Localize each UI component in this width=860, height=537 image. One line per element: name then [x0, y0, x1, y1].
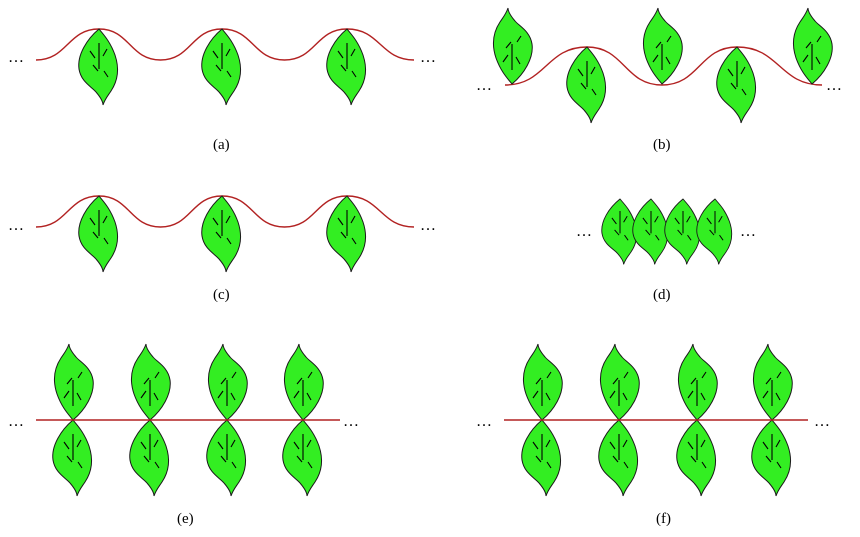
- panel-e-figure: [36, 343, 340, 497]
- panel-b-leaf-2: [566, 46, 607, 124]
- panel-d-leaf-3-veins: [674, 211, 692, 241]
- panel-f-leaf-bottom-2-veins: [609, 434, 629, 469]
- panel-a: … … (a): [8, 28, 437, 153]
- panel-f-leaf-top-4: [752, 343, 793, 421]
- panel-b-left-ellipsis: …: [476, 77, 493, 94]
- panel-b-wave-line: [504, 46, 823, 86]
- panel-f-leaf-bottom-3: [676, 419, 717, 497]
- panel-d-leaf-2: [632, 198, 669, 265]
- panel-b-leaf-5: [792, 7, 833, 85]
- panel-f-leaf-top-2-veins: [609, 371, 629, 406]
- panel-c: … … (c): [8, 195, 437, 303]
- panel-a-figure: [35, 28, 415, 106]
- panel-c-leaf-3: [326, 195, 367, 273]
- panel-d: … … (d): [576, 198, 757, 303]
- panel-c-leaf-3-veins: [337, 210, 357, 245]
- panel-f-leaf-top-1: [522, 343, 563, 421]
- panel-e-leaf-top-4: [283, 343, 324, 421]
- panel-e-leaf-bottom-1: [52, 419, 93, 497]
- panel-b-figure: [492, 7, 833, 124]
- panel-c-leaf-2: [201, 195, 242, 273]
- panel-d-leaf-4: [696, 198, 733, 265]
- panel-d-right-ellipsis: …: [740, 223, 757, 240]
- panel-b-right-ellipsis: …: [826, 77, 843, 94]
- panel-c-leaf-2-veins: [212, 210, 232, 245]
- panel-e-leaf-bottom-2: [129, 419, 170, 497]
- panel-f-leaf-top-4-veins: [762, 371, 782, 406]
- panel-f-leaf-top-3: [677, 343, 718, 421]
- panel-f-caption: (f): [656, 511, 671, 527]
- panel-d-left-ellipsis: …: [576, 223, 593, 240]
- panel-d-leaf-1: [601, 198, 638, 265]
- panel-d-figure: [601, 198, 733, 265]
- panel-b-leaf-3: [642, 7, 683, 85]
- panel-c-left-ellipsis: …: [8, 217, 25, 234]
- panel-b-leaf-4-veins: [727, 61, 747, 96]
- panel-e-right-ellipsis: …: [343, 413, 360, 430]
- panel-d-leaf-1-veins: [611, 211, 629, 241]
- panel-f-leaf-bottom-4: [751, 419, 792, 497]
- panel-b: … … (b): [476, 7, 843, 153]
- panel-f-leaf-top-3-veins: [687, 371, 707, 406]
- panel-a-caption: (a): [213, 137, 230, 153]
- panel-e-leaf-bottom-3: [206, 419, 247, 497]
- panel-f: … … (f): [476, 343, 831, 527]
- panel-f-leaf-bottom-1-veins: [532, 434, 552, 469]
- panel-c-figure: [35, 195, 415, 273]
- panel-b-leaf-4: [716, 46, 757, 124]
- panel-a-left-ellipsis: …: [8, 49, 25, 66]
- panel-f-left-ellipsis: …: [476, 413, 493, 430]
- panel-c-right-ellipsis: …: [420, 217, 437, 234]
- panel-e: … … (e): [8, 343, 360, 527]
- panel-f-right-ellipsis: …: [814, 413, 831, 430]
- panel-c-leaf-1: [78, 195, 119, 273]
- panel-c-leaf-1-veins: [89, 210, 109, 245]
- panel-f-leaf-bottom-1: [521, 419, 562, 497]
- panel-b-leaf-5-veins: [802, 35, 822, 70]
- panel-a-leaf-3-veins: [337, 43, 357, 78]
- panel-e-leaf-bottom-3-veins: [217, 434, 237, 469]
- panel-d-leaf-2-veins: [642, 211, 660, 241]
- panel-f-leaf-bottom-3-veins: [687, 434, 707, 469]
- panel-f-leaf-bottom-2: [598, 419, 639, 497]
- panel-a-right-ellipsis: …: [420, 49, 437, 66]
- panel-c-caption: (c): [213, 287, 230, 303]
- panel-b-leaf-1: [492, 7, 533, 85]
- panel-e-caption: (e): [177, 511, 194, 527]
- panel-d-caption: (d): [653, 287, 671, 303]
- panel-b-leaf-3-veins: [652, 35, 672, 70]
- panel-e-leaf-top-1-veins: [63, 371, 83, 406]
- panel-f-leaf-top-2: [599, 343, 640, 421]
- panel-f-figure: [504, 343, 808, 497]
- panel-e-leaf-top-2-veins: [140, 371, 160, 406]
- panel-a-leaf-2: [201, 28, 242, 106]
- panel-f-leaf-bottom-4-veins: [762, 434, 782, 469]
- panel-e-leaf-top-4-veins: [293, 371, 313, 406]
- panel-e-leaf-top-1: [53, 343, 94, 421]
- panel-e-leaf-top-3: [207, 343, 248, 421]
- panel-d-leaf-3: [664, 198, 701, 265]
- panel-a-leaf-2-veins: [212, 43, 232, 78]
- panel-b-leaf-2-veins: [577, 61, 597, 96]
- panel-b-caption: (b): [653, 137, 671, 153]
- panel-e-leaf-top-2: [130, 343, 171, 421]
- panel-e-leaf-bottom-2-veins: [140, 434, 160, 469]
- panel-e-leaf-bottom-4: [282, 419, 323, 497]
- panel-a-leaf-1-veins: [89, 43, 109, 78]
- panel-f-leaf-top-1-veins: [532, 371, 552, 406]
- panel-e-left-ellipsis: …: [8, 413, 25, 430]
- panel-e-leaf-top-3-veins: [217, 371, 237, 406]
- panel-a-leaf-1: [78, 28, 119, 106]
- panel-b-leaf-1-veins: [502, 35, 522, 70]
- panel-d-leaf-4-veins: [706, 211, 724, 241]
- panel-a-leaf-3: [326, 28, 367, 106]
- panel-e-leaf-bottom-1-veins: [63, 434, 83, 469]
- panel-e-leaf-bottom-4-veins: [293, 434, 313, 469]
